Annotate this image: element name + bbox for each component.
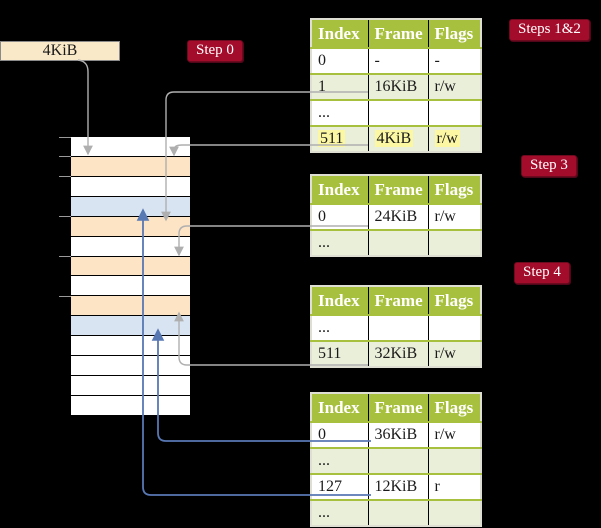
table-row: 127 12KiB r	[311, 473, 481, 500]
column-header-flags: Flags	[427, 393, 481, 422]
memory-frame-page-table	[71, 156, 190, 177]
table-row: 511 32KiB r/w	[311, 340, 481, 367]
cell-flags: r/w	[427, 340, 481, 367]
memory-frame-free	[71, 395, 190, 415]
highlighted-value: r/w	[434, 130, 460, 147]
page-table-step-4: Index Frame Flags ... 511 32KiB r/w	[310, 285, 482, 368]
cell-flags	[427, 229, 481, 256]
memory-frame-free	[71, 376, 190, 396]
cell-frame	[367, 447, 428, 474]
cell-index: 511	[311, 340, 368, 367]
physical-memory-stack	[71, 137, 190, 415]
frame-size-label: 4KiB	[42, 42, 78, 59]
page-table-final: Index Frame Flags 0 36KiB r/w ... 127 12…	[310, 392, 482, 527]
memory-frame-free	[71, 236, 190, 257]
column-header-frame: Frame	[367, 19, 428, 48]
column-header-frame: Frame	[367, 286, 428, 315]
cell-flags	[427, 499, 481, 526]
table-header-row: Index Frame Flags	[311, 175, 481, 204]
column-header-frame: Frame	[367, 175, 428, 204]
memory-frame-free	[71, 276, 190, 297]
cell-frame	[367, 314, 428, 341]
cell-index: ...	[311, 447, 368, 474]
step-3-label: Step 3	[521, 155, 577, 177]
table-row: 0 24KiB r/w	[311, 203, 481, 230]
table-row: ...	[311, 229, 481, 256]
page-table-steps-1-2: Index Frame Flags 0 - - 1 16KiB r/w ... …	[310, 18, 482, 153]
cell-index: 1	[311, 73, 368, 100]
table-header-row: Index Frame Flags	[311, 19, 481, 48]
cell-flags: r	[427, 473, 481, 500]
cell-index: 127	[311, 473, 368, 500]
column-header-flags: Flags	[427, 19, 481, 48]
steps-1-2-label: Steps 1&2	[509, 19, 590, 41]
frame-boundary-tick	[59, 296, 71, 297]
memory-frame-free	[71, 137, 190, 157]
memory-frame-page-table	[71, 216, 190, 237]
cell-flags	[427, 314, 481, 341]
cell-flags: -	[427, 47, 481, 74]
page-table-step-3: Index Frame Flags 0 24KiB r/w ...	[310, 174, 482, 257]
cell-flags: r/w	[427, 203, 481, 230]
table-row: 0 36KiB r/w	[311, 421, 481, 448]
frame-boundary-tick	[59, 216, 71, 217]
cell-frame: 4KiB	[367, 125, 428, 152]
cell-flags: r/w	[427, 73, 481, 100]
highlighted-value: 511	[318, 130, 346, 147]
cell-frame: -	[367, 47, 428, 74]
memory-frame-free	[71, 176, 190, 197]
memory-frame-data-page	[71, 196, 190, 217]
cell-flags	[427, 447, 481, 474]
cell-frame: 16KiB	[367, 73, 428, 100]
memory-frame-data-page	[71, 316, 190, 337]
memory-frame-free	[71, 356, 190, 377]
cell-index: 0	[311, 47, 368, 74]
frame-boundary-tick	[59, 156, 71, 157]
table-header-row: Index Frame Flags	[311, 286, 481, 315]
table-row: 1 16KiB r/w	[311, 73, 481, 100]
table-row: ...	[311, 499, 481, 526]
cell-frame	[367, 229, 428, 256]
frame-size-box: 4KiB	[0, 41, 120, 61]
column-header-frame: Frame	[367, 393, 428, 422]
column-header-index: Index	[311, 19, 368, 48]
table-row: ...	[311, 447, 481, 474]
frame-boundary-tick	[59, 137, 71, 138]
table-row: ...	[311, 99, 481, 126]
frame-boundary-tick	[59, 256, 71, 257]
cell-flags: r/w	[427, 125, 481, 152]
cell-frame: 24KiB	[367, 203, 428, 230]
cell-frame: 32KiB	[367, 340, 428, 367]
cell-flags: r/w	[427, 421, 481, 448]
cell-index: ...	[311, 499, 368, 526]
table-row: ...	[311, 314, 481, 341]
column-header-index: Index	[311, 175, 368, 204]
cell-index: ...	[311, 314, 368, 341]
table-row-highlighted: 511 4KiB r/w	[311, 125, 481, 152]
column-header-flags: Flags	[427, 175, 481, 204]
table-header-row: Index Frame Flags	[311, 393, 481, 422]
step-0-label: Step 0	[187, 40, 243, 62]
cell-frame: 36KiB	[367, 421, 428, 448]
step-4-label: Step 4	[514, 262, 570, 284]
memory-frame-free	[71, 336, 190, 357]
cell-index: 511	[311, 125, 368, 152]
cell-frame	[367, 499, 428, 526]
cell-index: ...	[311, 229, 368, 256]
cell-index: 0	[311, 421, 368, 448]
cell-frame	[367, 99, 428, 126]
highlighted-value: 4KiB	[374, 130, 414, 147]
column-header-index: Index	[311, 286, 368, 315]
cell-frame: 12KiB	[367, 473, 428, 500]
column-header-flags: Flags	[427, 286, 481, 315]
cell-flags	[427, 99, 481, 126]
column-header-index: Index	[311, 393, 368, 422]
cell-index: 0	[311, 203, 368, 230]
table-row: 0 - -	[311, 47, 481, 74]
cell-index: ...	[311, 99, 368, 126]
memory-frame-page-table	[71, 256, 190, 277]
frame-boundary-tick	[59, 176, 71, 177]
memory-frame-page-table	[71, 296, 190, 317]
